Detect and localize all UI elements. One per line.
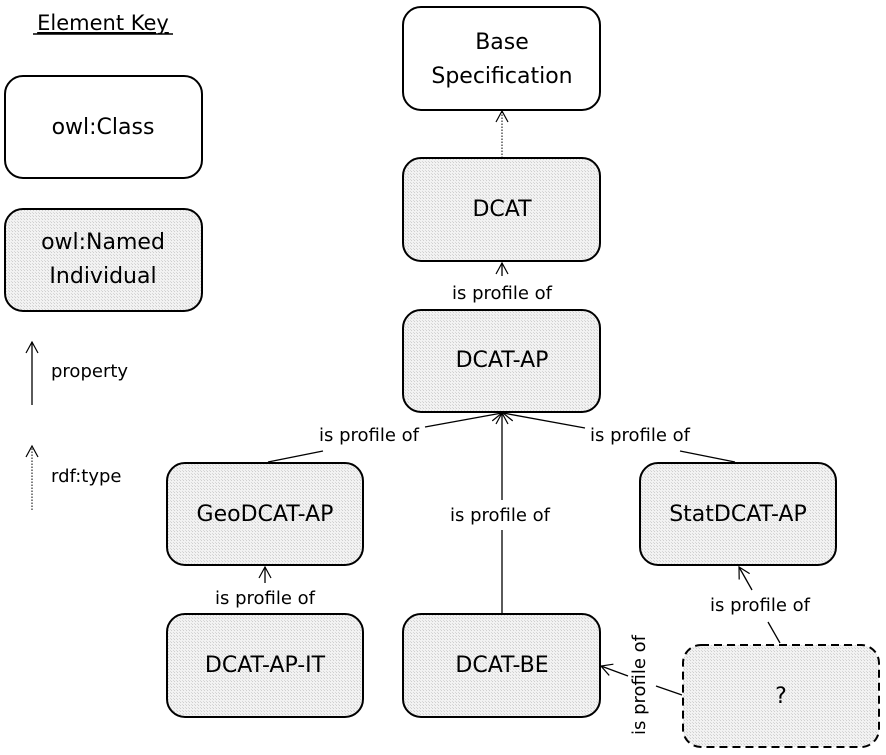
node-dcatap-label: DCAT-AP <box>456 348 549 373</box>
node-statdcatap-label: StatDCAT-AP <box>669 502 807 527</box>
key-class: owl:Class <box>4 75 203 179</box>
node-base-label-line2: Specification <box>431 64 572 89</box>
node-dcat-label: DCAT <box>472 197 532 222</box>
node-dcatbe-box <box>402 613 601 718</box>
node-dcat-ap-it: DCAT-AP-IT <box>166 613 364 718</box>
node-statdcatap-box <box>639 462 837 566</box>
edge-geo-to-dcatap-upper <box>424 408 504 428</box>
edge-label-unknown-to-be: is profile of <box>629 634 650 735</box>
edge-label-it-to-geo: is profile of <box>215 588 316 609</box>
edge-label-stat-to-dcatap: is profile of <box>590 425 691 446</box>
node-unknown-box <box>682 644 880 748</box>
key-rdftype-label: rdf:type <box>51 466 121 487</box>
edge-label-unknown-to-stat: is profile of <box>710 595 811 616</box>
key-individual: owl:Named Individual <box>4 208 203 312</box>
key-rdftype: rdf:type <box>25 444 121 510</box>
node-dcat-ap: DCAT-AP <box>402 309 601 413</box>
node-unknown: ? <box>682 644 880 748</box>
edge-unknown-to-stat-upper <box>738 565 753 591</box>
node-dcatapit-label: DCAT-AP-IT <box>205 653 326 678</box>
element-key: Element Key owl:Class owl:Named Individu… <box>4 11 203 510</box>
node-geodcatap-box <box>166 462 364 566</box>
edge-label-dcatap-to-dcat: is profile of <box>452 283 553 304</box>
edge-label-geo-to-dcatap: is profile of <box>319 425 420 446</box>
key-property-label: property <box>51 361 128 382</box>
node-geodcat-ap: GeoDCAT-AP <box>166 462 364 566</box>
node-dcat-be: DCAT-BE <box>402 613 601 718</box>
node-statdcat-ap: StatDCAT-AP <box>639 462 837 566</box>
edges: is profile of is profile of is profile o… <box>215 109 811 735</box>
edge-unknown-to-be-upper <box>599 663 629 677</box>
key-individual-label-line1: owl:Named <box>41 230 165 255</box>
node-base-label-line1: Base <box>475 30 529 55</box>
node-dcat-box <box>402 157 601 262</box>
key-class-label: owl:Class <box>52 115 155 140</box>
key-property: property <box>25 340 128 405</box>
nodes: Base Specification DCAT DCAT-AP GeoDCAT-… <box>166 6 880 748</box>
key-title: Element Key <box>37 11 169 35</box>
key-individual-box <box>4 208 203 312</box>
node-dcatapit-box <box>166 613 364 718</box>
key-individual-label-line2: Individual <box>49 264 156 289</box>
edge-unknown-to-stat-lower <box>767 621 781 644</box>
node-dcatbe-label: DCAT-BE <box>455 653 548 678</box>
edge-unknown-to-be-lower <box>655 685 683 696</box>
node-dcat: DCAT <box>402 157 601 262</box>
node-base-specification: Base Specification <box>402 6 601 111</box>
edge-geo-to-dcatap-lower <box>267 450 324 463</box>
node-geodcatap-label: GeoDCAT-AP <box>197 502 334 527</box>
edge-stat-to-dcatap-upper <box>501 408 586 429</box>
node-unknown-label: ? <box>775 684 787 709</box>
node-base-box <box>402 6 601 111</box>
node-dcatap-box <box>402 309 601 413</box>
edge-label-be-to-dcatap: is profile of <box>450 505 551 526</box>
key-class-box <box>4 75 203 179</box>
edge-stat-to-dcatap-lower <box>679 450 736 463</box>
